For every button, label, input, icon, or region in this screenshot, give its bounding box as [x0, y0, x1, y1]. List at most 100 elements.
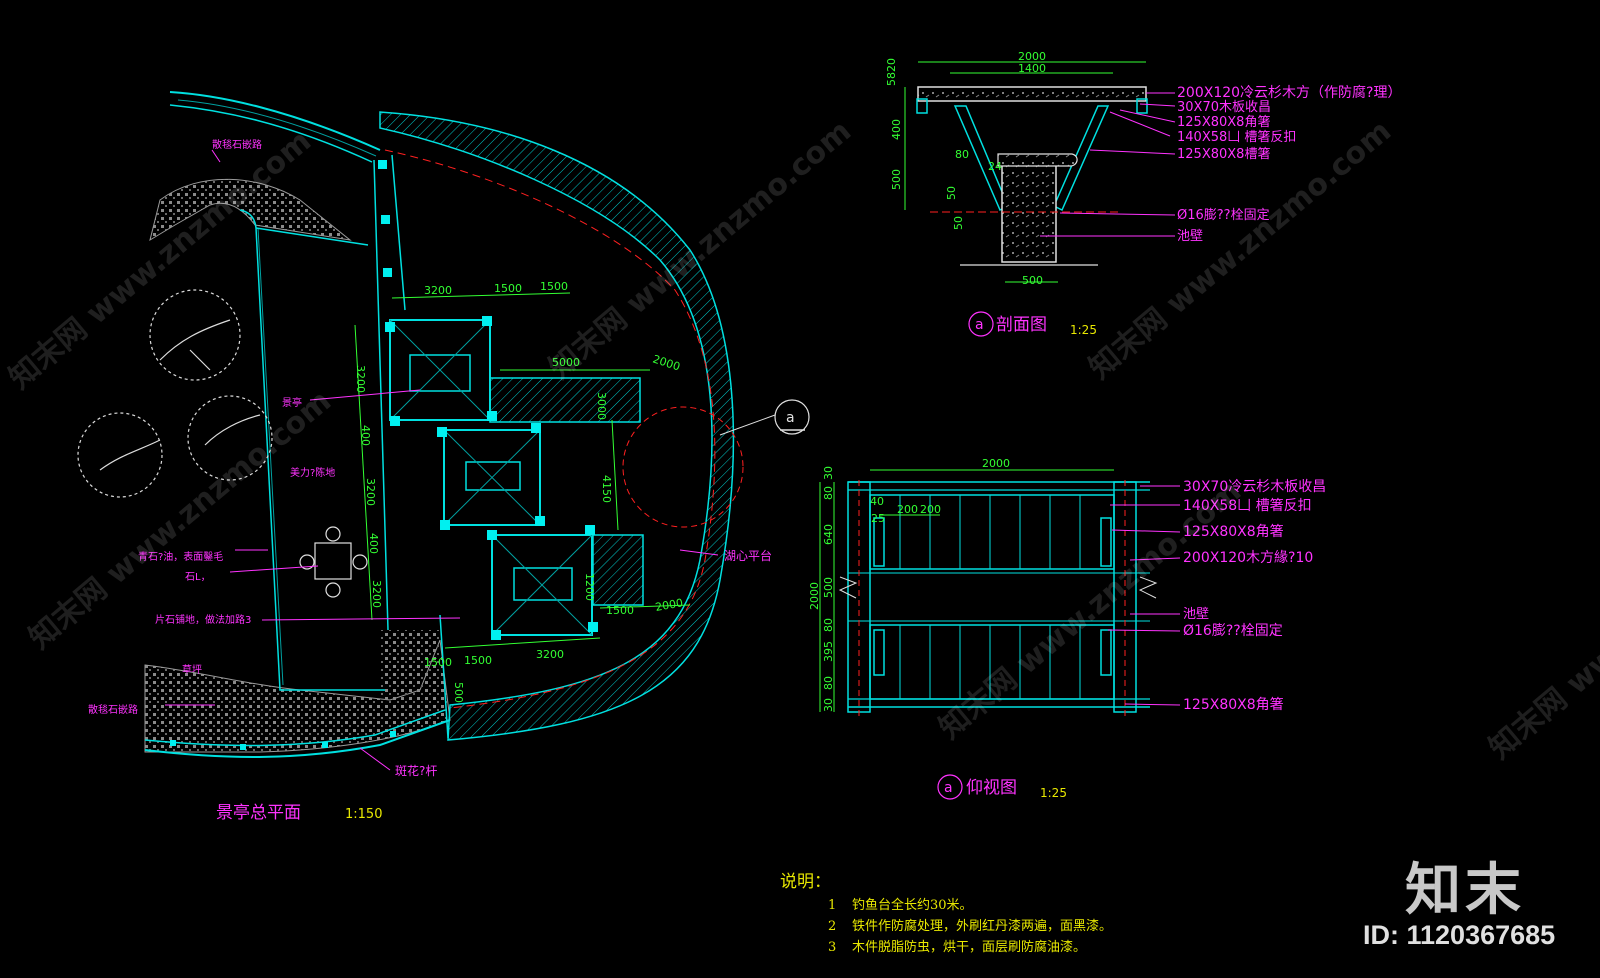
svg-text:Ø16膨??栓固定: Ø16膨??栓固定 — [1183, 622, 1283, 639]
lawn-border-inner — [257, 227, 284, 686]
svg-text:25: 25 — [871, 512, 885, 525]
plan-title: 景亭总平面 — [216, 803, 301, 823]
svg-text:1200: 1200 — [583, 573, 596, 601]
plan-dim-texts: 3200 1500 1500 5000 2000 3000 4150 1200 … — [354, 280, 684, 703]
section-dim-lines — [904, 61, 1146, 283]
svg-text:1500: 1500 — [494, 282, 522, 295]
svg-text:a: a — [975, 317, 984, 333]
bottom-view: 2000 200 200 40 25 30 80 640 500 80 395 … — [808, 457, 1326, 800]
bv-scale: 1:25 — [1040, 786, 1067, 800]
bottom-railing-posts — [170, 731, 396, 750]
plan-labels: 散毯石嵌路 景亭 美力?陈地 青石?油，表面鑿毛 石L， 片石铺地，做法加路3 … — [88, 138, 772, 778]
bv-slats — [848, 495, 1150, 699]
table-set-icon — [299, 526, 368, 598]
svg-text:400: 400 — [359, 425, 372, 446]
svg-text:池壁: 池壁 — [1177, 229, 1203, 244]
bridge-deck-lower — [592, 534, 644, 606]
svg-text:2000: 2000 — [651, 352, 682, 373]
label-bluestone2: 石L， — [185, 572, 211, 583]
plan-line-a — [255, 227, 369, 246]
pebble-area-bottom — [144, 639, 451, 753]
bv-title-mark — [937, 774, 963, 800]
section-cap — [997, 153, 1078, 167]
bv-dim-lines — [819, 469, 1114, 712]
svg-text:80: 80 — [822, 676, 835, 690]
svg-text:50: 50 — [945, 186, 958, 200]
svg-text:1500: 1500 — [540, 280, 568, 293]
bv-callouts: 30X70冷云杉木板收昌 140X58凵 槽箸反扣 125X80X8角箸 200… — [1183, 479, 1326, 713]
top-path-outer — [169, 91, 381, 151]
svg-text:2000: 2000 — [808, 582, 821, 610]
section-scale: 1:25 — [1070, 323, 1097, 337]
svg-text:125X80X8槽箸: 125X80X8槽箸 — [1177, 146, 1270, 162]
svg-text:1500: 1500 — [606, 604, 634, 617]
svg-text:125X80X8角箸: 125X80X8角箸 — [1183, 696, 1284, 713]
deck-edge-2 — [391, 154, 406, 311]
section-callouts: 200X120冷云杉木方（作防腐?理） 30X70木板收昌 125X80X8角箸… — [1177, 84, 1401, 244]
svg-text:140X58凵 槽箸反扣: 140X58凵 槽箸反扣 — [1177, 129, 1296, 145]
svg-text:125X80X8角箸: 125X80X8角箸 — [1177, 114, 1270, 130]
svg-text:125X80X8角箸: 125X80X8角箸 — [1183, 523, 1284, 540]
svg-text:400: 400 — [890, 119, 903, 140]
bv-break-left — [838, 576, 858, 599]
svg-text:3200: 3200 — [424, 284, 452, 297]
label-lawn-top: 美力?陈地 — [290, 466, 335, 479]
svg-text:200: 200 — [920, 503, 941, 516]
svg-text:3200: 3200 — [536, 648, 564, 661]
label-slab: 片石铺地，做法加路3 — [155, 613, 251, 626]
watermark-repeat: 知末网 www.znzmo.com 知末网 www.znzmo.com 知末网 … — [3, 114, 1600, 767]
svg-text:500: 500 — [452, 682, 465, 703]
bridge-deck — [489, 377, 641, 423]
label-lawn: 草坪 — [182, 663, 202, 676]
svg-text:30: 30 — [822, 466, 835, 480]
svg-text:3200: 3200 — [354, 365, 367, 393]
svg-text:1500: 1500 — [464, 654, 492, 667]
svg-text:2000: 2000 — [1018, 50, 1046, 63]
section-dims: 2000 1400 500 5820 400 500 50 50 80 24 — [885, 50, 1046, 287]
svg-text:1500: 1500 — [424, 656, 452, 669]
svg-text:Ø16膨??栓固定: Ø16膨??栓固定 — [1177, 208, 1270, 223]
watermark-logo: 知末 — [1405, 858, 1525, 923]
bottom-path-outer — [144, 719, 451, 758]
svg-text:40: 40 — [870, 495, 884, 508]
top-path-inner — [169, 104, 373, 163]
svg-text:640: 640 — [822, 524, 835, 545]
svg-text:500: 500 — [890, 169, 903, 190]
svg-text:500: 500 — [1022, 274, 1043, 287]
tree-icon — [77, 289, 273, 498]
bottom-path-inner — [144, 709, 446, 747]
svg-text:200X120木方緣?10: 200X120木方緣?10 — [1183, 550, 1313, 566]
label-path-bottom: 散毯石嵌路 — [88, 703, 138, 716]
svg-text:5820: 5820 — [885, 58, 898, 86]
plan-dimensions — [354, 292, 691, 649]
section-view: 2000 1400 500 5820 400 500 50 50 80 24 2… — [885, 50, 1401, 337]
section-beam-lip-right — [1136, 98, 1148, 114]
pavilion-block-2 — [443, 429, 541, 526]
section-beam-lip-left — [916, 98, 928, 114]
site-plan: a 3200 1500 1500 5000 2000 3000 4150 120… — [77, 91, 810, 823]
svg-text:400: 400 — [367, 533, 380, 554]
svg-text:80: 80 — [822, 486, 835, 500]
svg-text:知末网 www.znzmo.com: 知末网 www.znzmo.com — [1483, 494, 1600, 767]
label-bluestone: 青石?油，表面鑿毛 — [138, 550, 223, 563]
section-leaders — [1040, 92, 1176, 237]
top-path-inner2 — [177, 99, 377, 157]
pebble-area-top — [149, 178, 352, 242]
bv-title: 仰视图 — [966, 778, 1017, 798]
svg-text:200X120冷云杉木方（作防腐?理）: 200X120冷云杉木方（作防腐?理） — [1177, 84, 1401, 101]
post-markers — [378, 160, 598, 640]
svg-text:5000: 5000 — [552, 356, 580, 369]
platform-circle — [622, 406, 744, 528]
svg-text:2000: 2000 — [982, 457, 1010, 470]
embankment-centerline — [384, 149, 716, 709]
plan-scale: 1:150 — [345, 807, 382, 822]
label-pavilion: 景亭 — [282, 396, 302, 409]
label-railing: 斑花?杆 — [395, 763, 437, 778]
svg-text:池壁: 池壁 — [1183, 607, 1209, 622]
svg-text:3000: 3000 — [595, 392, 608, 420]
svg-text:3200: 3200 — [364, 478, 377, 506]
